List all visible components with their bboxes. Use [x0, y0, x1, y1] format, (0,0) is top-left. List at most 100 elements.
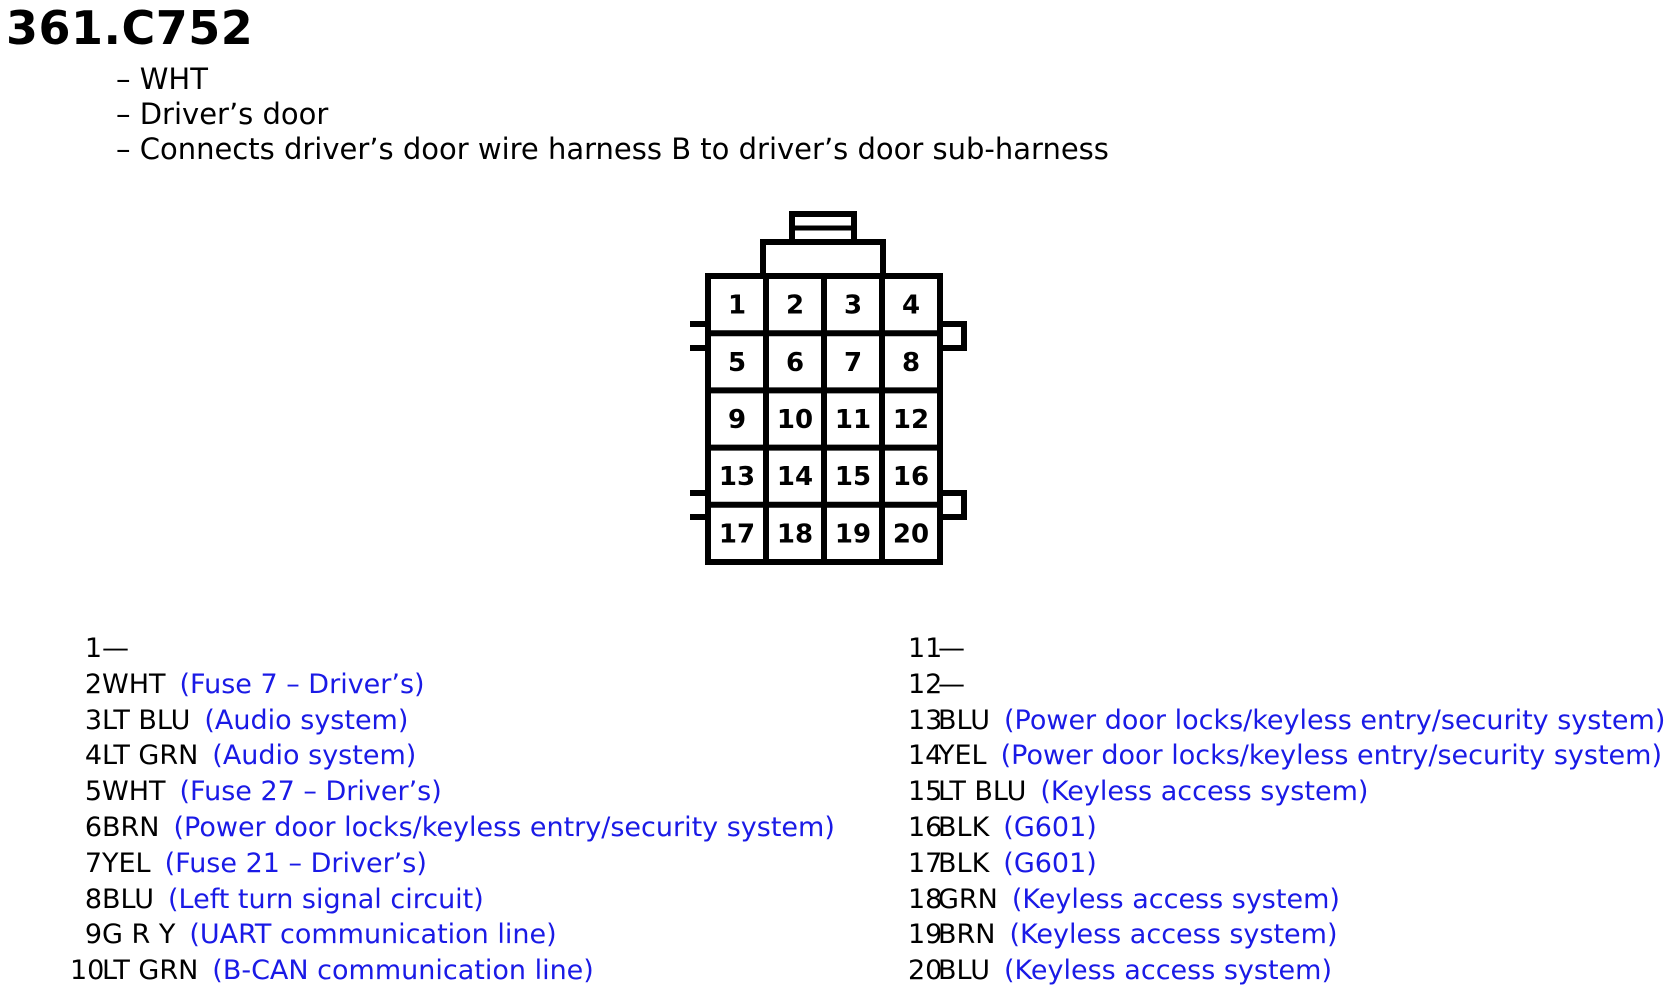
pin-row: 18GRN (Keyless access system) [908, 882, 1665, 918]
connector-title: 361.C752 [6, 1, 254, 55]
circuit-description: (Keyless access system) [1040, 776, 1369, 808]
wire-color: YEL [938, 740, 987, 772]
circuit-description: (Power door locks/keyless entry/security… [1000, 740, 1662, 772]
description-line: – Driver’s door [116, 97, 329, 131]
pin-row: 12— [908, 667, 1665, 703]
pin-number: 16 [908, 811, 943, 843]
pin-row: 20BLU(Keyless access system) [908, 953, 1665, 989]
circuit-description: (Audio system) [212, 740, 417, 772]
circuit-description: (Audio system) [204, 704, 409, 736]
pin-row: 10LT GRN (B-CAN communication line) [70, 953, 835, 989]
pin-row: 5WHT (Fuse 27 – Driver’s) [70, 774, 835, 810]
circuit-description: (UART communication line) [189, 919, 557, 951]
pin-row: 15LT BLU(Keyless access system) [908, 774, 1665, 810]
pin-number: 8 [84, 883, 102, 915]
circuit-description: (Power door locks/keyless entry/security… [1003, 704, 1666, 736]
cavity-number: 3 [844, 291, 862, 321]
wire-color: BRN [102, 811, 160, 843]
description-line: – WHT [116, 62, 208, 96]
circuit-description: (Fuse 21 – Driver’s) [164, 847, 427, 879]
cavity-number: 2 [786, 291, 804, 321]
pin-number: 20 [908, 955, 943, 987]
pin-row: 19BRN (Keyless access system) [908, 917, 1665, 953]
wire-color: BRN [938, 919, 996, 951]
cavity-number: 8 [902, 348, 920, 378]
circuit-description: (Keyless access system) [1011, 883, 1340, 915]
circuit-description: (Left turn signal circuit) [167, 883, 484, 915]
circuit-description: (Keyless access system) [1009, 919, 1338, 951]
pin-row: 3LT BLU (Audio system) [70, 703, 835, 739]
cavity-number: 16 [893, 462, 929, 492]
cavity-number: 9 [728, 405, 746, 435]
wire-color: BLK [938, 811, 990, 843]
pin-number: 15 [908, 776, 943, 808]
wire-color: — [102, 633, 129, 664]
wire-color: — [938, 668, 965, 700]
pin-row: 4LT GRN (Audio system) [70, 738, 835, 774]
pin-row: 7YEL (Fuse 21 – Driver’s) [70, 846, 835, 882]
pin-number: 5 [84, 776, 102, 808]
pin-number: 18 [908, 883, 943, 915]
circuit-description: (Fuse 27 – Driver’s) [179, 776, 442, 808]
cavity-number: 20 [893, 519, 929, 549]
wire-color: LT GRN [102, 740, 199, 772]
wire-color: LT GRN [102, 955, 199, 987]
side-tab-right-upper [937, 321, 967, 351]
cavity-number: 19 [835, 519, 871, 549]
side-tab-right-lower [937, 490, 967, 520]
pin-row: 11— [908, 631, 1665, 667]
cavity-number: 1 [728, 291, 746, 321]
pin-list-right: 11—12—13BLU(Power door locks/keyless ent… [908, 631, 1665, 989]
cavity-number: 7 [844, 348, 862, 378]
connector-description: – WHT – Driver’s door – Connects driver’… [116, 62, 1109, 167]
circuit-description: (G601) [1003, 811, 1097, 843]
cavity-number: 6 [786, 348, 804, 378]
wire-color: BLU [102, 883, 154, 915]
circuit-description: (Fuse 7 – Driver’s) [179, 668, 425, 700]
wire-color: GRN [938, 883, 998, 915]
pin-number: 12 [908, 668, 943, 700]
wire-color: WHT [102, 776, 166, 808]
pin-row: 17BLK(G601) [908, 846, 1665, 882]
pin-number: 14 [908, 740, 943, 772]
cavity-number: 11 [835, 405, 871, 435]
wire-color: WHT [102, 668, 166, 700]
wire-color: — [938, 633, 965, 664]
wire-color: G R Y [102, 919, 176, 951]
pin-number: 7 [84, 847, 102, 879]
wire-color: BLU [938, 704, 990, 736]
pin-number: 4 [84, 740, 102, 772]
pin-number: 1 [84, 633, 102, 664]
circuit-description: (Power door locks/keyless entry/security… [173, 811, 835, 843]
pin-number: 9 [84, 919, 102, 951]
pin-row: 14YEL (Power door locks/keyless entry/sec… [908, 738, 1665, 774]
cavity-number: 13 [719, 462, 755, 492]
cavity-number: 10 [777, 405, 813, 435]
pin-number: 11 [908, 633, 943, 664]
cavity-number: 18 [777, 519, 813, 549]
wire-color: BLK [938, 847, 990, 879]
cavity-number: 12 [893, 405, 929, 435]
latch-housing [760, 239, 886, 279]
pin-number: 13 [908, 704, 943, 736]
pin-number: 2 [84, 668, 102, 700]
pin-number: 3 [84, 704, 102, 736]
circuit-description: (B-CAN communication line) [212, 955, 594, 987]
pin-number: 10 [70, 955, 105, 987]
pin-row: 16BLK (G601) [908, 810, 1665, 846]
wire-color: BLU [938, 955, 990, 987]
pin-row: 6BRN (Power door locks/keyless entry/secu… [70, 810, 835, 846]
pin-number: 19 [908, 919, 943, 951]
pin-row: 1— [70, 631, 835, 667]
pin-number: 6 [84, 811, 102, 843]
wire-color: LT BLU [102, 704, 191, 736]
wire-color: YEL [102, 847, 151, 879]
cavity-number: 14 [777, 462, 813, 492]
description-line: – Connects driver’s door wire harness B … [116, 132, 1109, 166]
pin-number: 17 [908, 847, 943, 879]
cavity-number: 5 [728, 348, 746, 378]
pin-row: 13BLU (Power door locks/keyless entry/sec… [908, 703, 1665, 739]
